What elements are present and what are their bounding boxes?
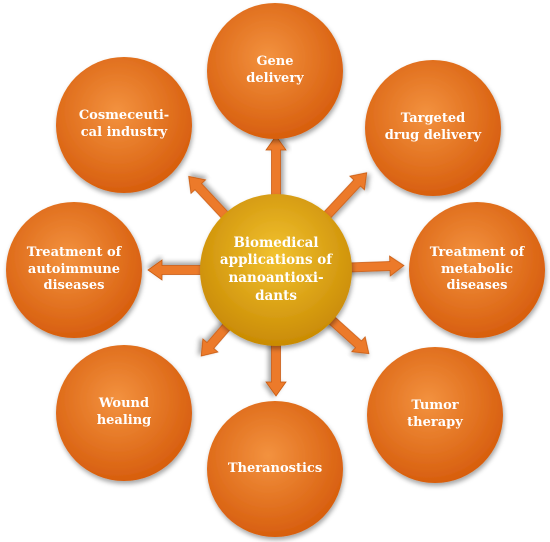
node-circle-treatment-metabolic-diseases [409, 202, 545, 338]
node-label-targeted-drug-delivery: Targeted drug delivery [384, 111, 482, 143]
center-circle [200, 194, 352, 346]
arrow-to-gene-delivery [265, 135, 287, 201]
node-circle-wound-healing [56, 345, 192, 481]
node-circle-tumor-therapy [367, 347, 503, 483]
node-label-tumor-therapy: Tumor therapy [407, 398, 463, 430]
arrow-to-tumor-therapy [324, 312, 370, 355]
arrow-to-theranostics [265, 339, 287, 397]
center-label: Biomedical applications of nanoantioxi- … [219, 234, 333, 304]
node-circle-theranostics [207, 401, 343, 537]
node-circle-targeted-drug-delivery [365, 60, 501, 196]
node-label-cosmeceutical-industry: Cosmeceuti- cal industry [78, 108, 170, 140]
arrow-to-targeted-drug-delivery [319, 172, 368, 223]
arrows-group [147, 135, 405, 397]
node-circle-gene-delivery [207, 3, 343, 139]
node-label-wound-healing: Wound healing [96, 396, 152, 428]
arrow-to-treatment-metabolic-diseases [345, 255, 405, 277]
node-label-theranostics: Theranostics [227, 460, 323, 476]
node-label-treatment-metabolic-diseases: Treatment of metabolic diseases [429, 244, 525, 294]
node-label-treatment-autoimmune-diseases: Treatment of autoimmune diseases [26, 244, 122, 294]
arrow-to-cosmeceutical-industry [188, 175, 233, 223]
node-circle-cosmeceutical-industry [56, 57, 192, 193]
node-label-gene-delivery: Gene delivery [246, 54, 304, 86]
node-circle-treatment-autoimmune-diseases [6, 202, 142, 338]
arrow-to-treatment-autoimmune-diseases [147, 259, 207, 281]
